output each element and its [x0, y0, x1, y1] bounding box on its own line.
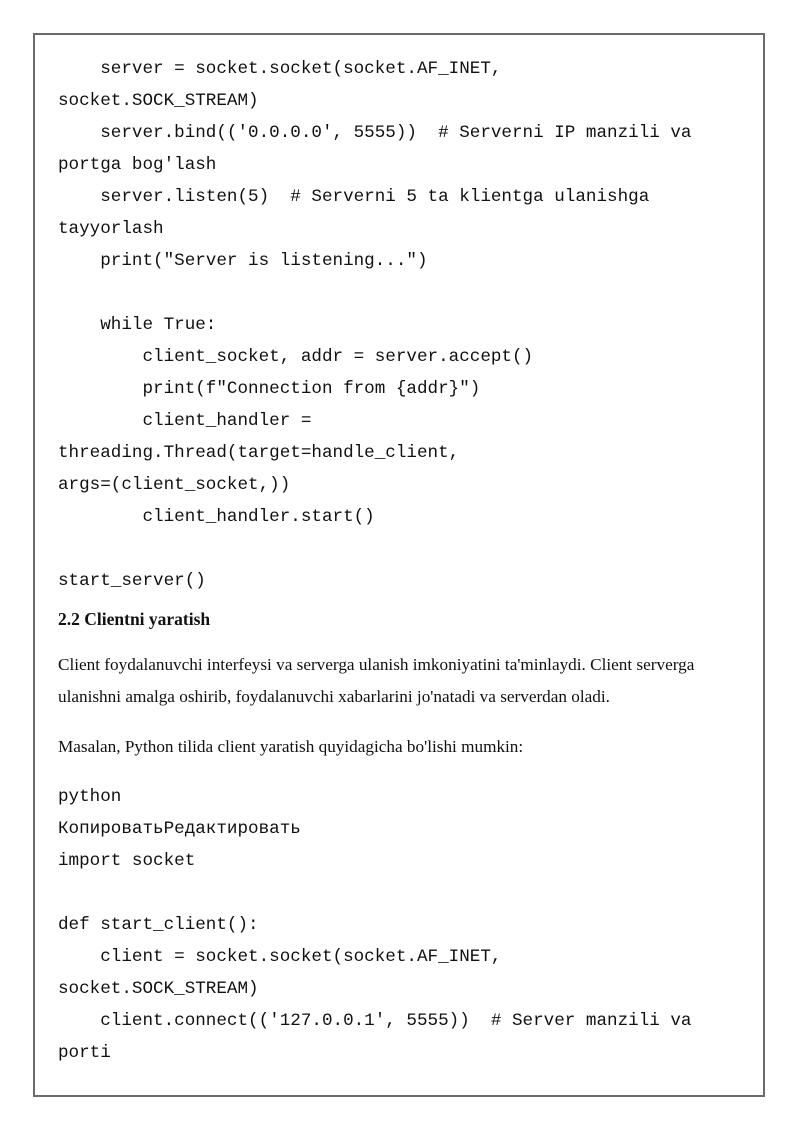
code-line: socket.SOCK_STREAM)	[58, 979, 259, 999]
code-line: server.bind(('0.0.0.0', 5555)) # Servern…	[58, 123, 692, 143]
code-line: porti	[58, 1043, 111, 1063]
code-line: client.connect(('127.0.0.1', 5555)) # Se…	[58, 1011, 692, 1031]
code-block-server: server = socket.socket(socket.AF_INET,so…	[58, 53, 748, 597]
code-line	[58, 877, 748, 909]
code-line: client_handler.start()	[58, 507, 375, 527]
code-line: print("Server is listening...")	[58, 251, 428, 271]
code-line: client_socket, addr = server.accept()	[58, 347, 534, 367]
page-content: server = socket.socket(socket.AF_INET,so…	[58, 53, 748, 1069]
code-line: threading.Thread(target=handle_client,	[58, 443, 460, 463]
code-line: КопироватьРедактировать	[58, 819, 301, 839]
code-line: args=(client_socket,))	[58, 475, 291, 495]
code-line: tayyorlash	[58, 219, 164, 239]
code-line: def start_client():	[58, 915, 259, 935]
code-line: start_server()	[58, 571, 206, 591]
code-line: python	[58, 787, 122, 807]
paragraph-client-description: Client foydalanuvchi interfeysi va serve…	[58, 655, 695, 706]
code-line: while True:	[58, 315, 217, 335]
code-line: import socket	[58, 851, 196, 871]
code-line	[58, 277, 748, 309]
code-line: print(f"Connection from {addr}")	[58, 379, 481, 399]
code-line: client = socket.socket(socket.AF_INET,	[58, 947, 502, 967]
document-page: server = socket.socket(socket.AF_INET,so…	[33, 33, 765, 1097]
code-line	[58, 533, 748, 565]
code-line: socket.SOCK_STREAM)	[58, 91, 259, 111]
code-line: server = socket.socket(socket.AF_INET,	[58, 59, 502, 79]
code-line: client_handler =	[58, 411, 312, 431]
code-line: portga bog'lash	[58, 155, 217, 175]
paragraph-client-example-intro: Masalan, Python tilida client yaratish q…	[58, 737, 524, 756]
section-heading: 2.2 Clientni yaratish	[58, 609, 211, 629]
code-line: server.listen(5) # Serverni 5 ta klientg…	[58, 187, 650, 207]
